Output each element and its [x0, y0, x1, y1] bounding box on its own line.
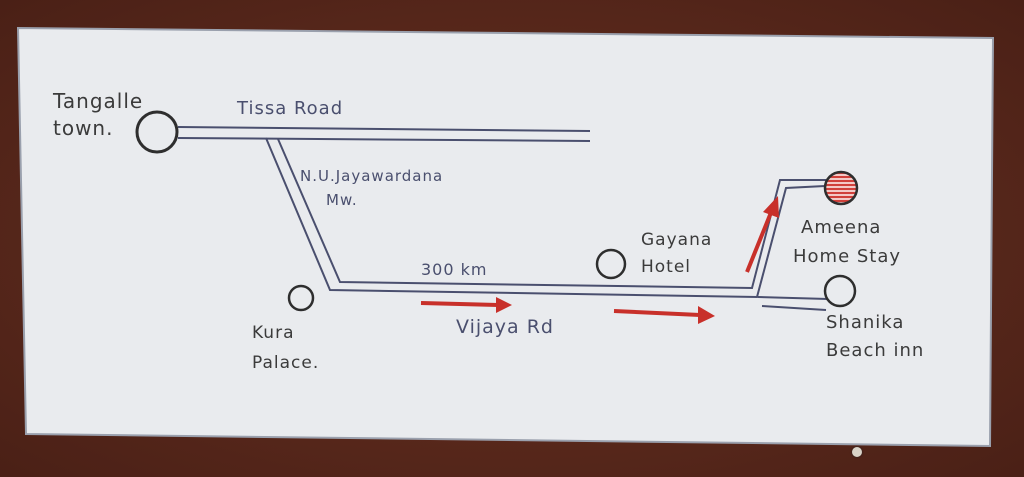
tissa-road: [177, 126, 591, 142]
tangalle-town-marker: [135, 110, 179, 154]
label-jayawardana-road: N.U.Jayawardana Mw.: [300, 167, 444, 209]
vijaya-road-spur: [757, 296, 829, 311]
gayana-hotel-marker: [595, 248, 627, 280]
kura-palace-marker: [287, 284, 315, 312]
label-distance: 300 km: [421, 260, 488, 279]
paper-sheet: [16, 26, 995, 448]
shanika-beach-inn-marker: [823, 274, 857, 308]
direction-arrow-3: [745, 196, 779, 273]
label-shanika-beach-inn: Shanika Beach inn: [826, 312, 925, 361]
label-ameena-home-stay: Ameena Home Stay: [793, 217, 902, 267]
jayawardana-road: [265, 137, 826, 299]
direction-arrow-2: [613, 306, 715, 324]
ameena-home-stay-marker: [823, 170, 859, 206]
pushpin: [852, 447, 862, 457]
label-tissa-road: Tissa Road: [237, 98, 344, 119]
label-tangalle-town: Tangalle town.: [53, 89, 144, 140]
label-kura-palace: Kura Palace.: [252, 323, 320, 373]
label-vijaya-road: Vijaya Rd: [456, 316, 554, 338]
label-gayana-hotel: Gayana Hotel: [641, 230, 713, 277]
direction-arrow-1: [420, 297, 512, 313]
